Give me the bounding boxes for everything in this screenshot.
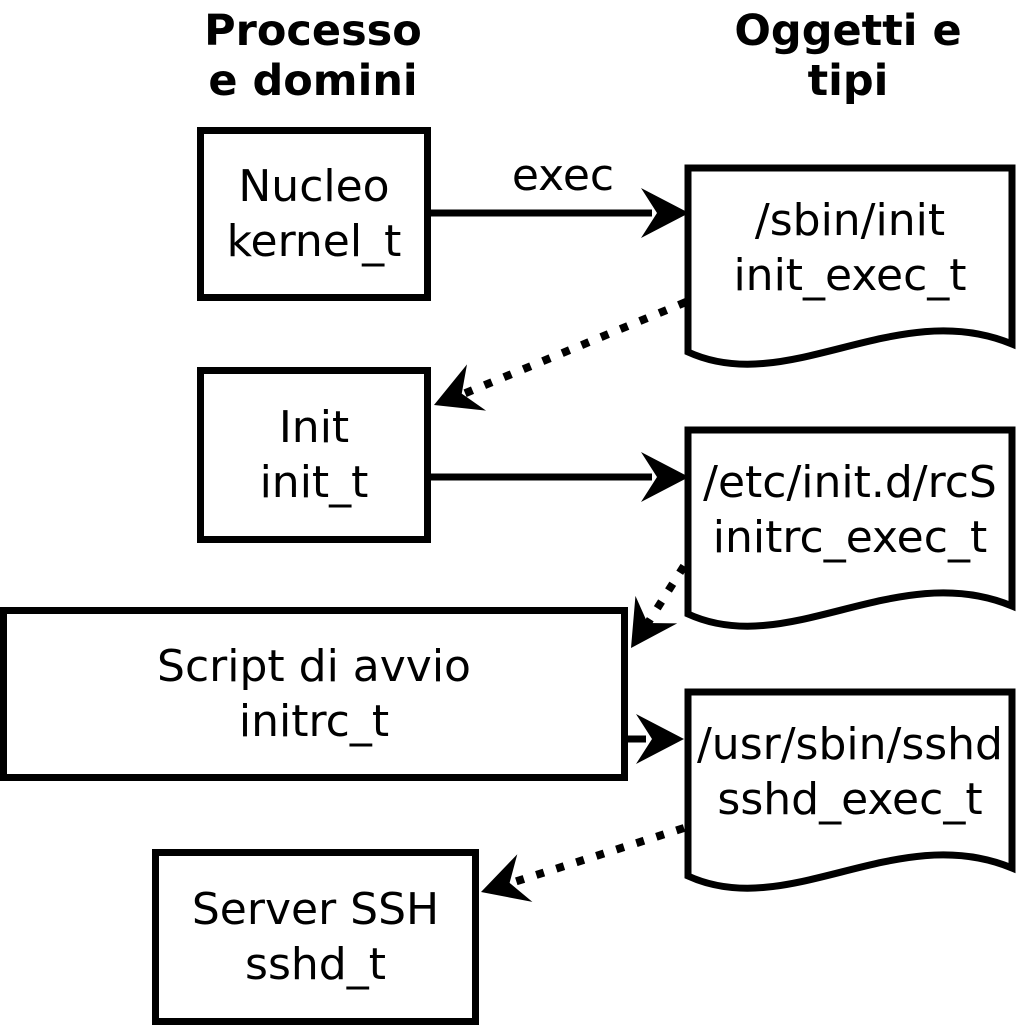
- process-node-sshd: Server SSH sshd_t: [152, 849, 479, 1025]
- column-header-objects: Oggetti e tipi: [668, 6, 1024, 106]
- document-shape-sshd-exec: [684, 688, 1016, 892]
- process-node-initrc: Script di avvio initrc_t: [0, 607, 628, 781]
- column-header-objects-line2: tipi: [807, 56, 889, 106]
- process-node-kernel-name: Nucleo: [238, 161, 390, 212]
- column-header-objects-line1: Oggetti e: [734, 6, 962, 56]
- process-node-sshd-type: sshd_t: [245, 939, 386, 990]
- arrow-init-to-initrc-exec: [431, 452, 689, 502]
- process-node-init: Init init_t: [197, 367, 431, 543]
- process-node-kernel: Nucleo kernel_t: [197, 127, 431, 301]
- document-shape-init-exec: [684, 164, 1016, 368]
- dotted-arrow-init-exec-to-init: [434, 298, 688, 411]
- process-node-init-type: init_t: [259, 457, 369, 508]
- process-node-init-name: Init: [278, 402, 350, 453]
- column-header-processes: Processo e domini: [133, 6, 493, 106]
- dotted-arrow-sshd-exec-to-sshd: [481, 824, 686, 902]
- document-shape-initrc-exec: [684, 426, 1016, 630]
- column-header-processes-line2: e domini: [208, 56, 418, 106]
- process-node-initrc-name: Script di avvio: [157, 641, 471, 692]
- process-node-initrc-type: initrc_t: [238, 696, 390, 747]
- arrow-exec-kernel-to-init-exec: [431, 188, 689, 238]
- process-node-sshd-name: Server SSH: [191, 884, 440, 935]
- process-node-kernel-type: kernel_t: [226, 216, 402, 267]
- arrow-initrc-to-sshd-exec: [627, 714, 684, 764]
- edge-label-exec: exec: [511, 150, 615, 201]
- column-header-processes-line1: Processo: [204, 6, 422, 56]
- dotted-arrow-initrc-exec-to-initrc: [631, 563, 688, 648]
